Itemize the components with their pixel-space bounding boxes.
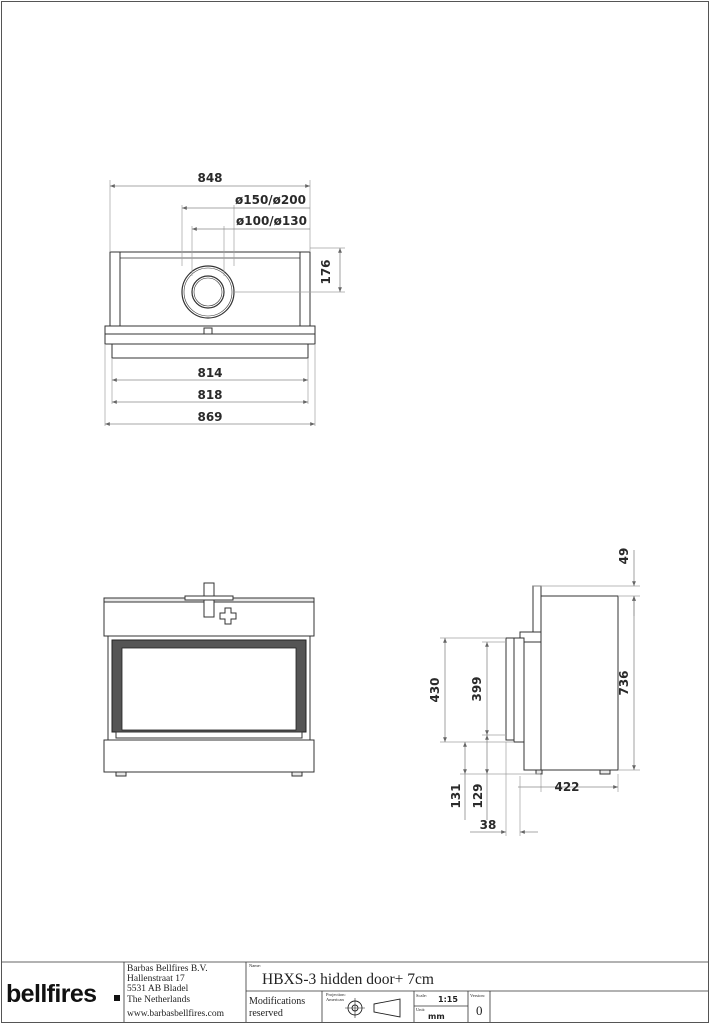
logo-dot bbox=[114, 995, 120, 1001]
dim-opening-outer: 430 bbox=[428, 677, 442, 702]
company-website: www.barbasbellfires.com bbox=[127, 1008, 225, 1019]
modifications-line1: Modifications bbox=[249, 996, 305, 1007]
side-view-door bbox=[513, 637, 525, 743]
side-view: 49 736 430 399 131 129 422 38 bbox=[428, 548, 640, 836]
side-view-body bbox=[540, 595, 619, 771]
top-view-side-left bbox=[109, 251, 121, 327]
dim-width-b: 818 bbox=[197, 388, 222, 402]
version-label: Version: bbox=[470, 993, 485, 998]
front-view-glass bbox=[121, 647, 297, 731]
modifications-line2: reserved bbox=[249, 1008, 283, 1019]
front-view bbox=[103, 582, 315, 777]
top-view: 848 ø150/ø200 ø100/ø130 176 814 818 869 bbox=[104, 171, 345, 426]
scale-value: 1:15 bbox=[438, 995, 458, 1004]
side-view-top-flange bbox=[532, 585, 542, 639]
front-view-cross-mark bbox=[219, 607, 237, 625]
dim-base-a: 131 bbox=[449, 783, 463, 808]
dim-door-depth: 38 bbox=[480, 818, 497, 832]
dim-width-c: 869 bbox=[197, 410, 222, 424]
dim-opening-inner: 399 bbox=[470, 676, 484, 701]
version-value: 0 bbox=[476, 1003, 483, 1018]
company-postcode: 5531 AB Bladel bbox=[127, 984, 189, 994]
front-view-base bbox=[103, 739, 315, 773]
drawing-name: HBXS-3 hidden door+ 7cm bbox=[262, 971, 434, 988]
company-street: Hallenstraat 17 bbox=[127, 974, 185, 984]
dim-flue-offset: 176 bbox=[319, 259, 333, 284]
unit-value: mm bbox=[428, 1012, 445, 1021]
company-country: The Netherlands bbox=[127, 995, 190, 1005]
name-label: Name: bbox=[249, 963, 261, 968]
dim-flue-inner: ø100/ø130 bbox=[236, 214, 307, 228]
projection-label: Projection: bbox=[326, 992, 346, 997]
unit-label: Unit: bbox=[416, 1007, 425, 1012]
dim-width-a: 814 bbox=[197, 366, 222, 380]
flue-inner-circle bbox=[191, 275, 225, 309]
logo-wordmark: bellfires bbox=[6, 980, 96, 1008]
dim-top-offset: 49 bbox=[617, 548, 631, 565]
title-block: bellfires Barbas Bellfires B.V. Hallenst… bbox=[2, 961, 708, 1022]
projection-value: American bbox=[326, 997, 344, 1002]
dim-overall-top: 848 bbox=[197, 171, 222, 185]
dim-base-b: 129 bbox=[471, 783, 485, 808]
dim-flue-outer: ø150/ø200 bbox=[235, 193, 306, 207]
company-name: Barbas Bellfires B.V. bbox=[127, 963, 208, 974]
projection-symbol-icon bbox=[345, 998, 401, 1018]
top-view-side-right bbox=[299, 251, 311, 327]
dim-total-height: 736 bbox=[617, 670, 631, 695]
dim-depth: 422 bbox=[554, 780, 579, 794]
scale-label: Scale: bbox=[416, 993, 427, 998]
